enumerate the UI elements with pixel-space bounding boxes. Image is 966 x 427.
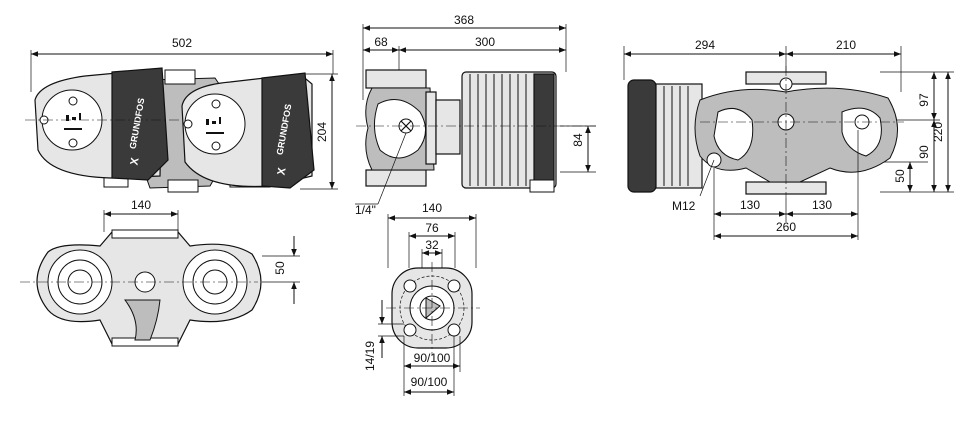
flange-bolt-hole-tl xyxy=(403,279,417,293)
dimension-label-368: 368 xyxy=(454,13,474,27)
dimension-label-294: 294 xyxy=(695,38,715,52)
front-chamber-right xyxy=(841,107,882,157)
front-motor-cap xyxy=(627,79,657,193)
dimension-label-32: 32 xyxy=(425,238,439,252)
view-front: 294 210 220 97 90 50 M xyxy=(623,38,954,240)
side-adapter xyxy=(435,99,461,155)
dimension-label-14-19: 14/19 xyxy=(363,341,377,371)
side-cable-gland xyxy=(529,179,555,193)
dimension-label-50-bottom: 50 xyxy=(273,261,287,275)
x-mark-right: X xyxy=(275,166,288,176)
underside-flange-top xyxy=(111,229,179,239)
flange-bolt-hole-br xyxy=(447,323,461,337)
dimension-label-140-flange: 140 xyxy=(422,201,442,215)
side-motor-fins xyxy=(469,74,527,186)
button-right-bottom xyxy=(211,141,221,151)
dimension-label-84: 84 xyxy=(571,133,585,147)
button-right-side xyxy=(183,119,193,129)
top-flange xyxy=(164,69,196,85)
dimension-label-76: 76 xyxy=(425,221,439,235)
dimension-label-90-100-b: 90/100 xyxy=(411,375,448,389)
flange-bolt-hole-bl xyxy=(403,323,417,337)
side-bottom-flange xyxy=(365,169,427,187)
x-mark-left: X xyxy=(128,156,141,166)
dimension-label-50-right: 50 xyxy=(893,169,907,183)
dimension-label-130-left: 130 xyxy=(740,198,760,212)
button-right-top xyxy=(211,99,221,109)
view-bottom-underside: 140 50 xyxy=(20,198,300,347)
dimension-label-130-right: 130 xyxy=(812,198,832,212)
dimension-label-68: 68 xyxy=(374,35,388,49)
dimension-label-260: 260 xyxy=(776,220,796,234)
bottom-flange xyxy=(167,179,199,193)
dimension-label-300: 300 xyxy=(475,35,495,49)
side-top-flange xyxy=(365,69,427,89)
dimension-label-97: 97 xyxy=(917,93,931,107)
flange-bolt-hole-tr xyxy=(447,279,461,293)
thread-label: 1/4" xyxy=(355,203,376,217)
motor-label-strip-right xyxy=(261,72,315,189)
dimension-label-90-100-a: 90/100 xyxy=(414,351,451,365)
dimension-label-204: 204 xyxy=(315,122,329,142)
side-coupling-plate xyxy=(425,91,437,165)
dimension-label-502: 502 xyxy=(172,36,192,50)
view-top-double-pump: 502 204 GRUNDFOS X GRUNDFOS X xyxy=(25,36,338,193)
dimension-label-220: 220 xyxy=(931,122,945,142)
underside-outlet xyxy=(124,299,161,341)
dimension-label-140-bottom: 140 xyxy=(131,198,151,212)
button-left-bottom xyxy=(68,138,78,148)
dimension-label-90-right: 90 xyxy=(917,145,931,159)
dimension-label-210: 210 xyxy=(836,38,856,52)
front-chamber-left xyxy=(713,107,754,161)
view-side: 368 68 300 84 xyxy=(355,13,596,217)
bolt-label-m12: M12 xyxy=(672,199,696,213)
motor-label-strip-left xyxy=(111,67,169,181)
side-control-head xyxy=(533,73,555,187)
button-left-top xyxy=(68,96,78,106)
view-flange: 140 76 32 90/100 90/100 14/19 xyxy=(363,201,480,396)
